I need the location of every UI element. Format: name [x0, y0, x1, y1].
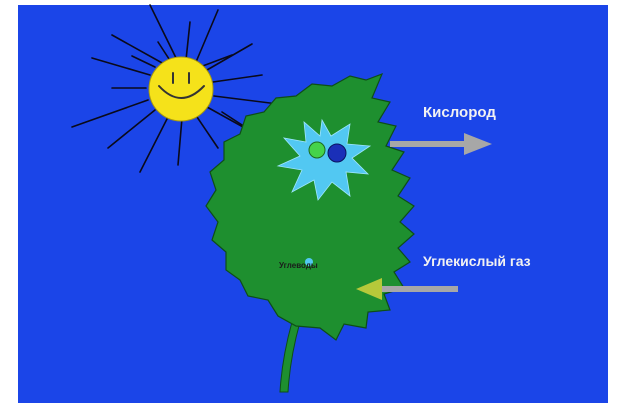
carbon-dioxide-label: Углекислый газ	[423, 253, 531, 269]
oxygen-label: Кислород	[423, 104, 496, 121]
molecule-green	[309, 142, 325, 158]
carbohydrates-label: Углеводы	[279, 261, 318, 270]
molecule-blue	[328, 144, 346, 162]
smiling-sun-icon	[149, 57, 213, 121]
